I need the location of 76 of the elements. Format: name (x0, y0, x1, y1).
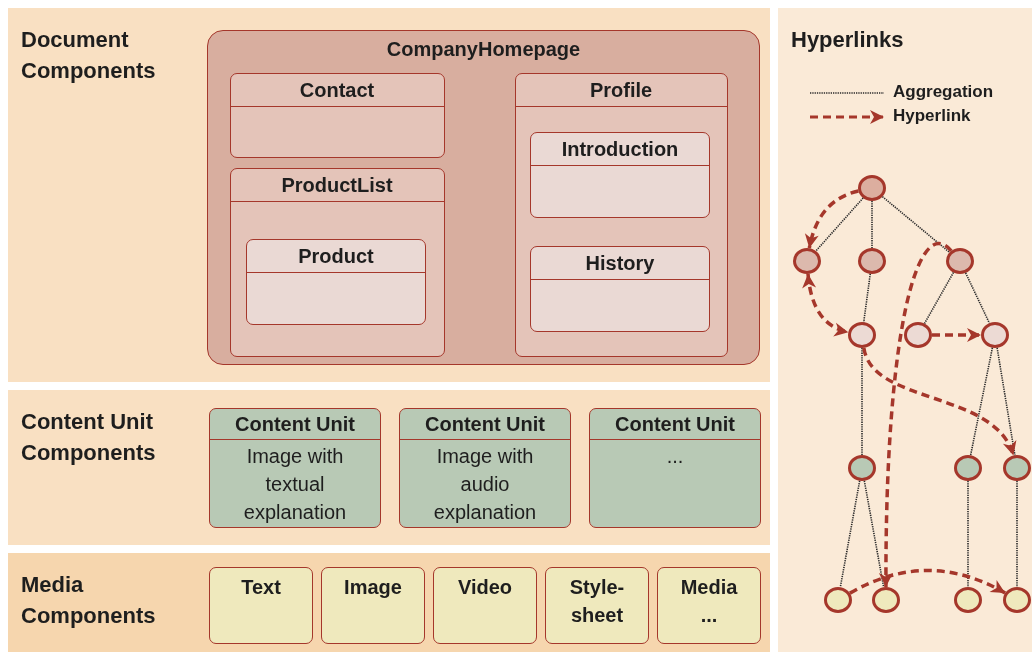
media-box (209, 567, 313, 644)
content-unit-box (399, 408, 571, 528)
component-title: Introduction (531, 133, 709, 166)
component-title: Style-sheet (568, 575, 626, 628)
component-description: Image with audio explanation (432, 444, 538, 525)
content-unit-box (589, 408, 761, 528)
graph-node-circle (904, 322, 932, 348)
component-title: Content Unit (590, 409, 760, 440)
component-box (514, 72, 728, 357)
aggregation-line (1016, 480, 1018, 588)
component-description: Image with textual explanation (242, 444, 348, 525)
section-heading: Document Components (21, 26, 157, 85)
graph-node-circle (1003, 587, 1031, 613)
hyperlink-arrow (805, 189, 859, 249)
aggregation-line (863, 480, 885, 588)
graph-node-circle (954, 587, 982, 613)
graph-node-circle (981, 322, 1009, 348)
aggregation-line (964, 272, 991, 324)
component-title: Video (456, 575, 514, 600)
graph-node-circle (793, 248, 821, 274)
media-box (657, 567, 761, 644)
aggregation-line (861, 347, 863, 456)
component-title: Profile (515, 73, 727, 107)
graph-node-circle (954, 455, 982, 481)
component-title: History (531, 247, 709, 280)
component-description: ... (665, 444, 685, 469)
component-title: Contact (230, 73, 444, 107)
graph-node-circle (872, 587, 900, 613)
media-box (433, 567, 537, 644)
component-title: Product (247, 240, 425, 273)
aggregation-line (862, 273, 872, 323)
graph-node-circle (824, 587, 852, 613)
aggregation-line (969, 346, 994, 457)
component-title: Content Unit (400, 409, 570, 440)
aggregation-line (923, 271, 955, 325)
media-box (545, 567, 649, 644)
hyperlink-arrow (802, 273, 849, 336)
component-title: Media ... (679, 575, 739, 628)
graph-node-circle (848, 455, 876, 481)
hyperlink-arrow (862, 347, 1016, 457)
section-heading: Content Unit Components (21, 408, 157, 467)
component-box (530, 246, 710, 332)
graph-node-circle (848, 322, 876, 348)
aggregation-line (996, 347, 1016, 456)
section-band (8, 553, 770, 652)
graph-node-circle (858, 248, 886, 274)
component-container (207, 30, 760, 365)
section-heading: Media Components (21, 571, 157, 630)
legend-label: Aggregation (893, 82, 994, 102)
component-box (229, 72, 445, 158)
component-box (530, 132, 710, 218)
component-title: ProductList (230, 168, 444, 202)
hyperlink-arrow (879, 242, 953, 587)
component-box (246, 239, 426, 325)
section-heading: Hyperlinks (791, 26, 905, 54)
section-panel (778, 8, 1032, 652)
component-title: CompanyHomepage (385, 37, 582, 62)
component-title: Image (343, 575, 403, 600)
media-box (321, 567, 425, 644)
component-title: Text (240, 575, 282, 600)
section-band (8, 8, 770, 382)
legend-label: Hyperlink (893, 106, 971, 126)
content-unit-box (209, 408, 381, 528)
section-band (8, 390, 770, 545)
component-box (229, 167, 445, 357)
hyperlink-arrow (849, 568, 1006, 595)
aggregation-line (967, 480, 969, 588)
aggregation-line (881, 195, 951, 254)
graph-node-circle (1003, 455, 1031, 481)
aggregation-line (839, 480, 861, 588)
hyperlink-arrow (932, 328, 981, 342)
aggregation-line (871, 200, 873, 249)
aggregation-line (815, 197, 864, 252)
graph-node-circle (946, 248, 974, 274)
graph-node-circle (858, 175, 886, 201)
component-title: Content Unit (210, 409, 380, 440)
